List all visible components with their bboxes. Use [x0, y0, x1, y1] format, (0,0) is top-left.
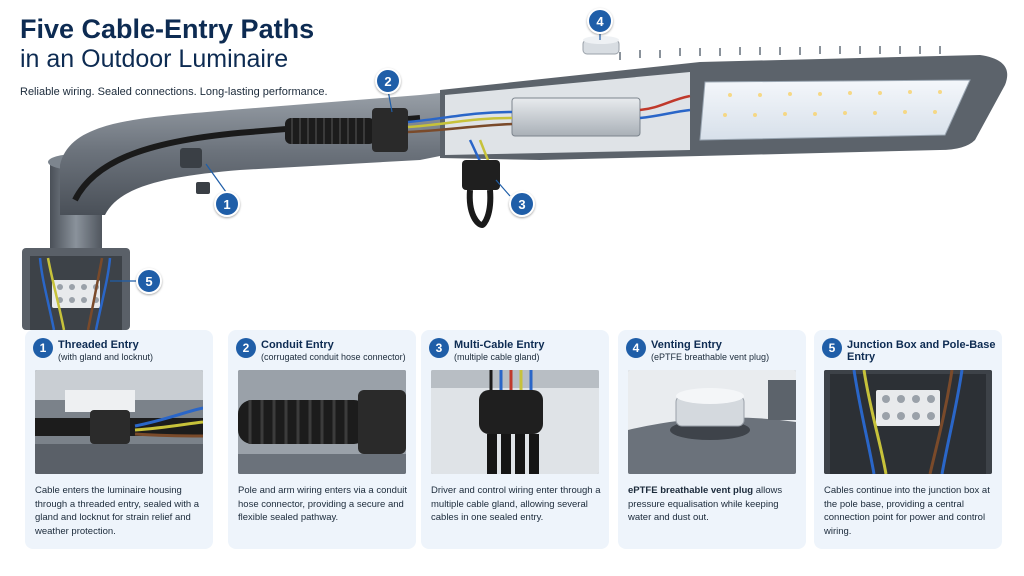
card-number-badge: 1 — [33, 338, 53, 358]
conduit-hose — [285, 108, 408, 152]
card-junction-box-entry: 5 Junction Box and Pole-Base Entry Cable… — [814, 330, 1002, 549]
callout-2: 2 — [375, 68, 401, 94]
multi-cable-gland — [462, 160, 500, 228]
card-description: ePTFE breathable vent plug allows pressu… — [628, 485, 783, 523]
card-title: Threaded Entry — [58, 339, 139, 351]
junction-box-photo — [824, 370, 992, 474]
venting-entry-photo — [628, 370, 796, 474]
page-subtitle: in an Outdoor Luminaire — [20, 45, 289, 73]
card-number-badge: 3 — [429, 338, 449, 358]
card-subtitle: (corrugated conduit hose connector) — [261, 352, 406, 362]
callout-3: 3 — [509, 191, 535, 217]
page-title: Five Cable-Entry Paths — [20, 14, 315, 44]
card-multi-cable-entry: 3 Multi-Cable Entry (multiple cable glan… — [421, 330, 609, 549]
card-description: Pole and arm wiring enters via a conduit… — [238, 485, 407, 523]
card-number-badge: 2 — [236, 338, 256, 358]
title-block: Five Cable-Entry Paths in an Outdoor Lum… — [20, 14, 328, 98]
callout-5: 5 — [136, 268, 162, 294]
card-subtitle: (ePTFE breathable vent plug) — [651, 352, 770, 362]
card-conduit-entry: 2 Conduit Entry (corrugated conduit hose… — [228, 330, 416, 549]
card-venting-entry: 4 Venting Entry (ePTFE breathable vent p… — [618, 330, 806, 549]
luminaire-illustration — [22, 30, 1008, 330]
driver-module — [511, 97, 641, 137]
card-subtitle: (with gland and locknut) — [58, 352, 154, 362]
callout-4: 4 — [587, 8, 613, 34]
led-panel — [699, 79, 971, 141]
conduit-entry-photo — [238, 370, 406, 474]
luminaire-arm — [60, 90, 470, 215]
tagline: Reliable wiring. Sealed connections. Lon… — [20, 86, 328, 98]
junction-box — [22, 248, 130, 330]
card-subtitle: (multiple cable gland) — [454, 352, 540, 362]
card-description: Driver and control wiring enter through … — [431, 485, 601, 523]
threaded-entry-photo — [35, 370, 203, 474]
card-description: Cable enters the luminaire housing throu… — [35, 485, 200, 537]
threaded-entry-gland — [180, 148, 210, 194]
vent-plug — [582, 36, 620, 55]
card-title: Conduit Entry — [261, 339, 334, 351]
card-number-badge: 5 — [822, 338, 842, 358]
card-title: Venting Entry — [651, 339, 722, 351]
card-description: Cables continue into the junction box at… — [824, 485, 990, 537]
callout-1: 1 — [214, 191, 240, 217]
card-title: Junction Box and Pole-Base Entry — [847, 339, 996, 363]
multi-cable-entry-photo — [431, 370, 599, 474]
internal-wires — [407, 94, 691, 166]
card-number-badge: 4 — [626, 338, 646, 358]
card-title: Multi-Cable Entry — [454, 339, 545, 351]
card-threaded-entry: 1 Threaded Entry (with gland and locknut… — [25, 330, 213, 549]
